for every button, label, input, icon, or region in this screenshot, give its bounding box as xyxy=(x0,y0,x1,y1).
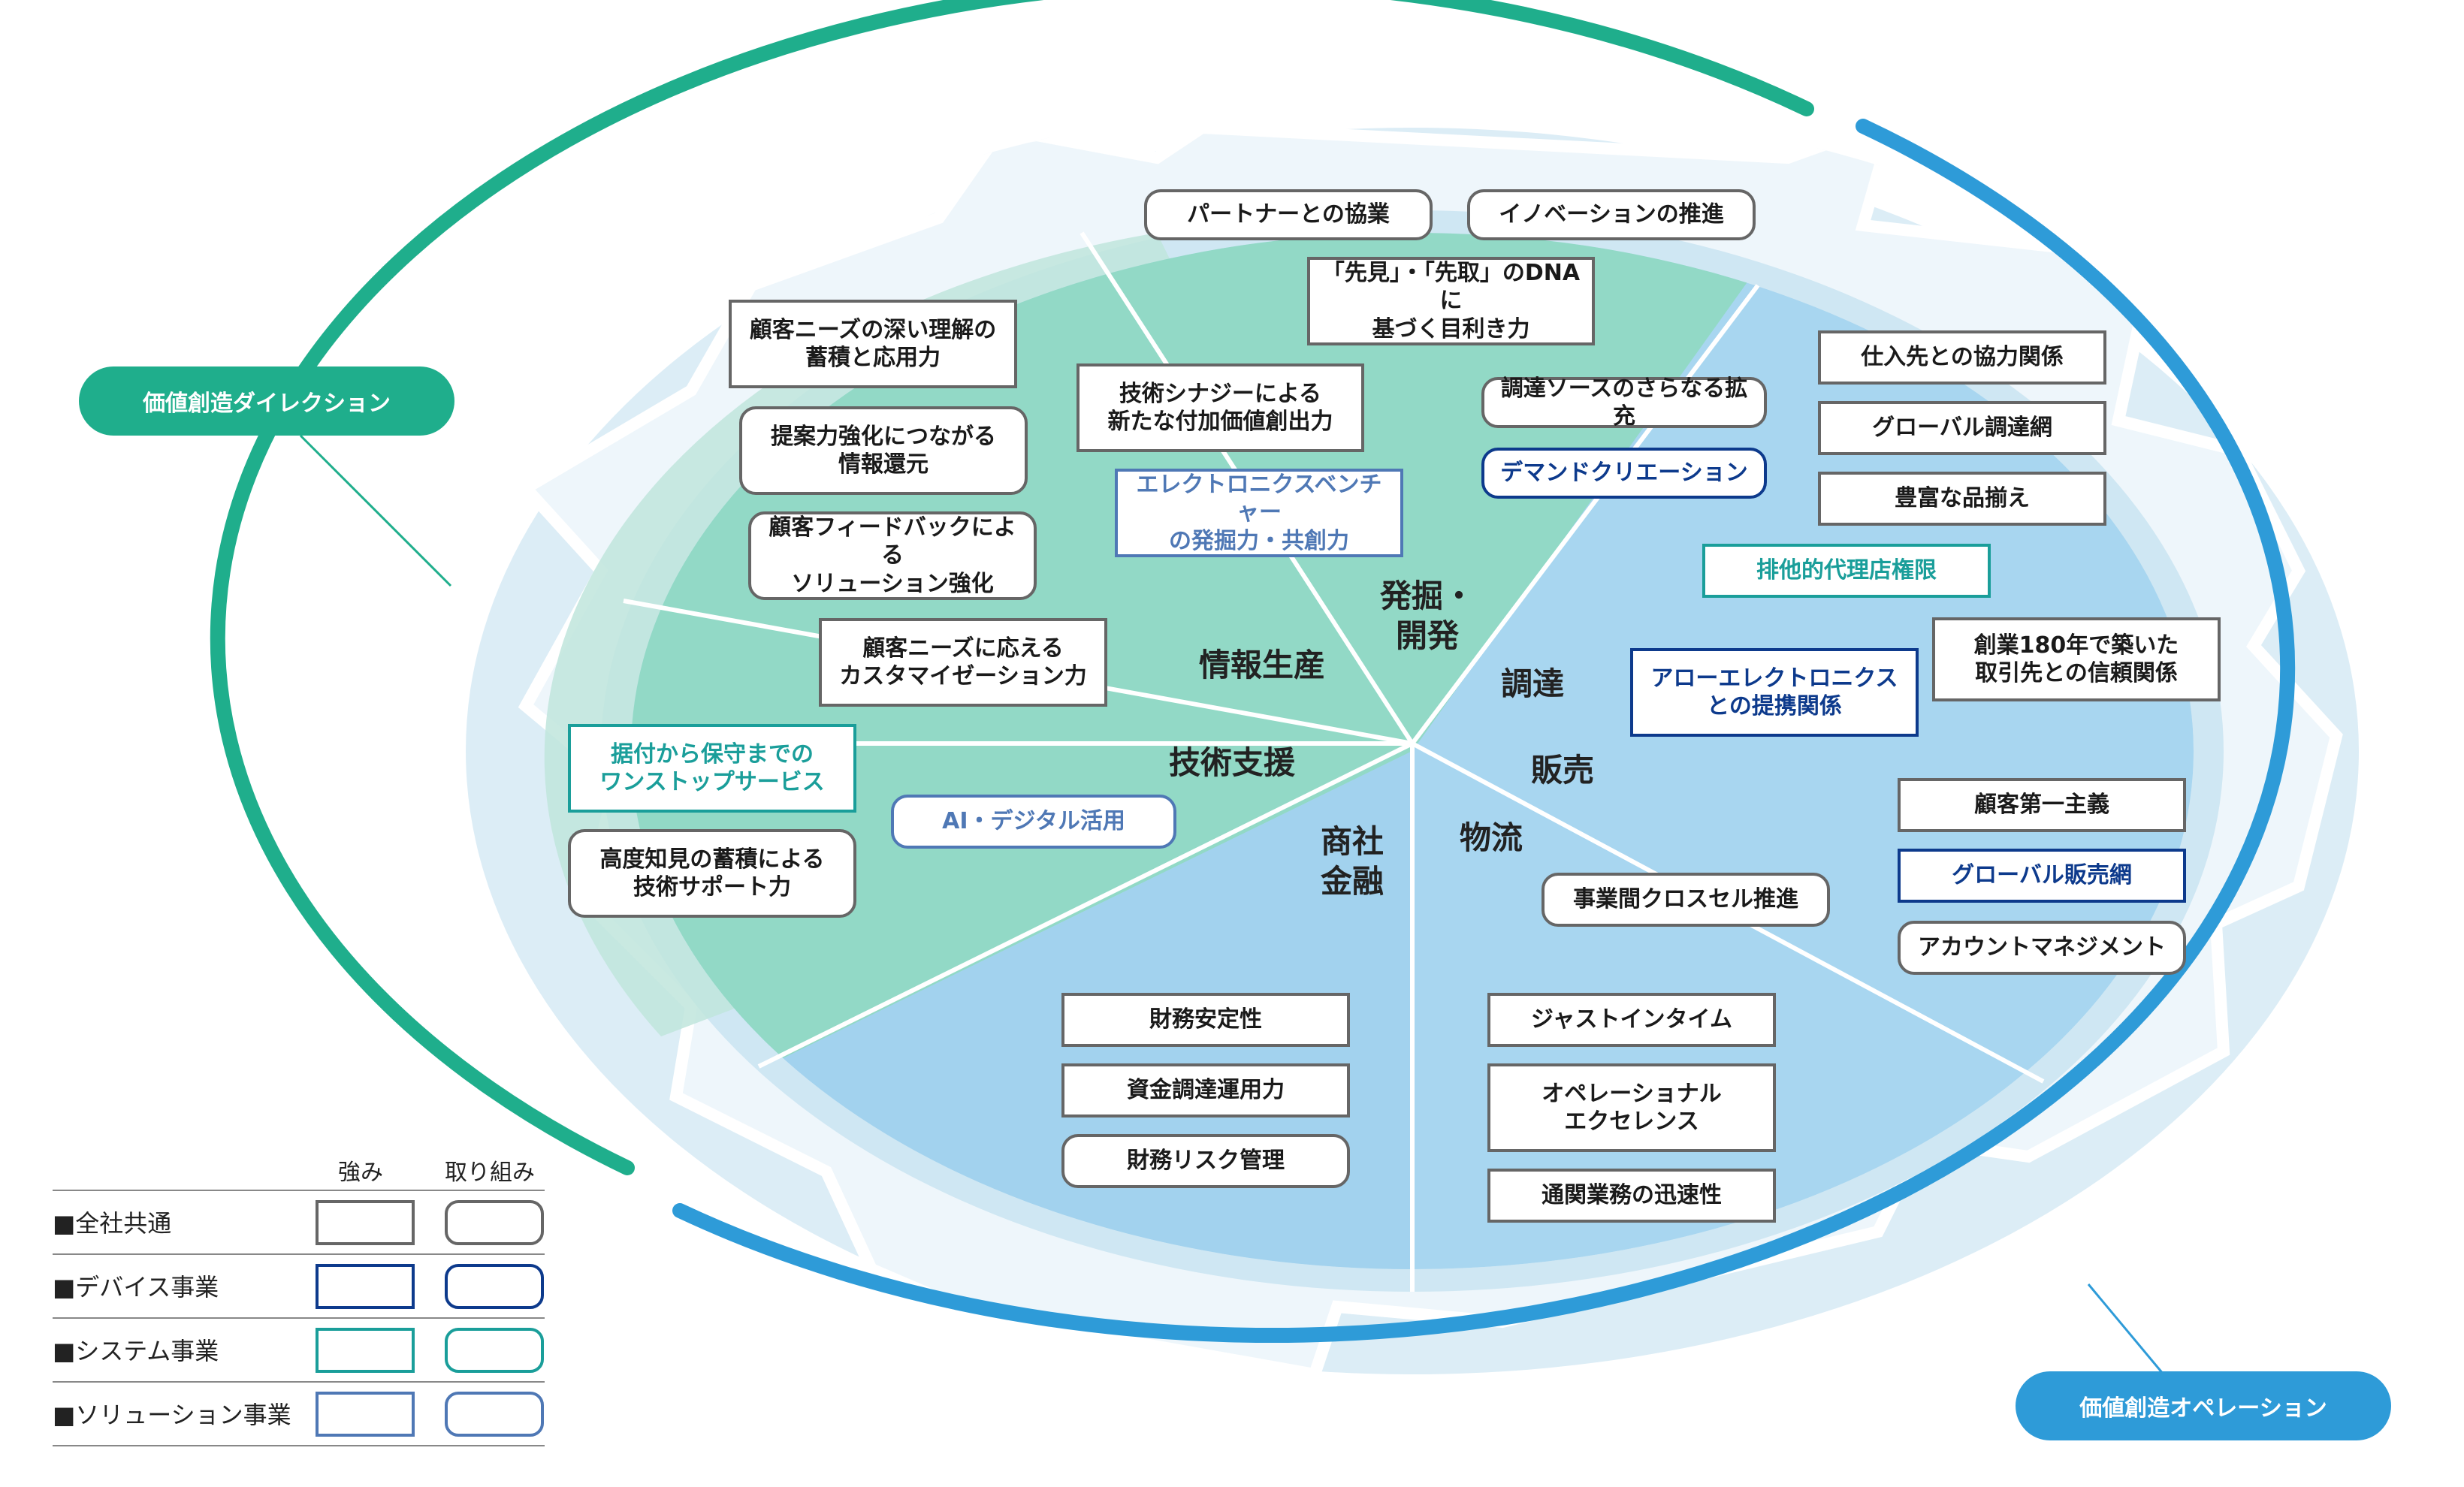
legend-rules xyxy=(53,1190,545,1446)
legend-strength-common xyxy=(316,1200,415,1245)
legend-effort-solution xyxy=(445,1392,544,1437)
legend-row-solution: ■ソリューション事業 xyxy=(53,1401,291,1429)
legend-col-strength: 強み xyxy=(338,1160,383,1186)
item-jit: ジャストインタイム xyxy=(1487,993,1776,1047)
item-deep-need: 顧客ニーズの深い理解の 蓄積と応用力 xyxy=(729,300,1017,388)
item-cross-sell: 事業間クロスセル推進 xyxy=(1542,873,1830,927)
item-global-proc: グローバル調達網 xyxy=(1818,401,2106,455)
item-innovation: イノベーションの推進 xyxy=(1467,189,1756,240)
item-opex: オペレーショナル エクセレンス xyxy=(1487,1063,1776,1152)
item-source: 調達ソースのさらなる拡充 xyxy=(1481,376,1767,430)
item-trust: 創業180年で築いた 取引先との信頼関係 xyxy=(1932,617,2221,701)
item-demand: デマンドクリエーション xyxy=(1481,448,1767,499)
item-ai: AI・デジタル活用 xyxy=(891,795,1176,849)
item-customer-first: 顧客第一主義 xyxy=(1898,778,2186,832)
item-tech-support: 高度知見の蓄積による 技術サポート力 xyxy=(568,829,856,918)
legend-strength-device xyxy=(316,1264,415,1309)
direction-leader xyxy=(299,434,452,587)
sector-logistics: 物流 xyxy=(1459,819,1523,856)
legend-effort-system xyxy=(445,1328,544,1373)
sector-sales: 販売 xyxy=(1530,752,1594,789)
sector-dev: 発掘・ 開発 xyxy=(1379,578,1475,654)
legend-col-effort: 取り組み xyxy=(445,1160,535,1186)
item-lineup: 豊富な品揃え xyxy=(1818,472,2106,526)
legend-strength-system xyxy=(316,1328,415,1373)
sector-info: 情報生産 xyxy=(1198,647,1325,683)
item-feedback: 顧客フィードバックによる ソリューション強化 xyxy=(748,511,1037,600)
sector-tech: 技術支援 xyxy=(1168,744,1295,781)
operation-label: 価値創造オペレーション xyxy=(2016,1371,2391,1440)
legend-row-device: ■デバイス事業 xyxy=(53,1273,219,1302)
sector-finance: 商社 金融 xyxy=(1320,823,1384,900)
operation-leader xyxy=(2087,1283,2165,1375)
operation-arc xyxy=(672,119,2296,1343)
item-arrow: アローエレクトロニクス との提携関係 xyxy=(1630,648,1919,737)
item-proposal: 提案力強化につながる 情報還元 xyxy=(739,406,1028,495)
direction-arc xyxy=(210,0,1814,1175)
item-fin-stability: 財務安定性 xyxy=(1061,993,1350,1047)
item-customs: 通関業務の迅速性 xyxy=(1487,1169,1776,1223)
item-onestop: 据付から保守までの ワンストップサービス xyxy=(568,724,856,813)
sector-procure: 調達 xyxy=(1500,665,1564,702)
item-supplier: 仕入先との協力関係 xyxy=(1818,330,2106,385)
item-dna: 「先見」・「先取」のDNAに 基づく目利き力 xyxy=(1307,257,1595,345)
item-risk: 財務リスク管理 xyxy=(1061,1134,1350,1188)
item-custom: 顧客ニーズに応える カスタマイゼーション力 xyxy=(819,618,1107,707)
legend-row-common: ■全社共通 xyxy=(53,1209,172,1238)
legend-strength-solution xyxy=(316,1392,415,1437)
item-global-sales: グローバル販売網 xyxy=(1898,849,2186,903)
item-account: アカウントマネジメント xyxy=(1898,921,2186,975)
legend-effort-common xyxy=(445,1200,544,1245)
item-synergy: 技術シナジーによる 新たな付加価値創出力 xyxy=(1076,363,1364,452)
legend-row-system: ■システム事業 xyxy=(53,1337,219,1365)
item-exclusive: 排他的代理店権限 xyxy=(1702,544,1991,598)
direction-label: 価値創造ダイレクション xyxy=(79,366,454,436)
item-venture: エレクトロニクスベンチャー の発掘力・共創力 xyxy=(1115,469,1403,557)
legend-effort-device xyxy=(445,1264,544,1309)
item-fund: 資金調達運用力 xyxy=(1061,1063,1350,1118)
item-partner: パートナーとの協業 xyxy=(1144,189,1433,240)
